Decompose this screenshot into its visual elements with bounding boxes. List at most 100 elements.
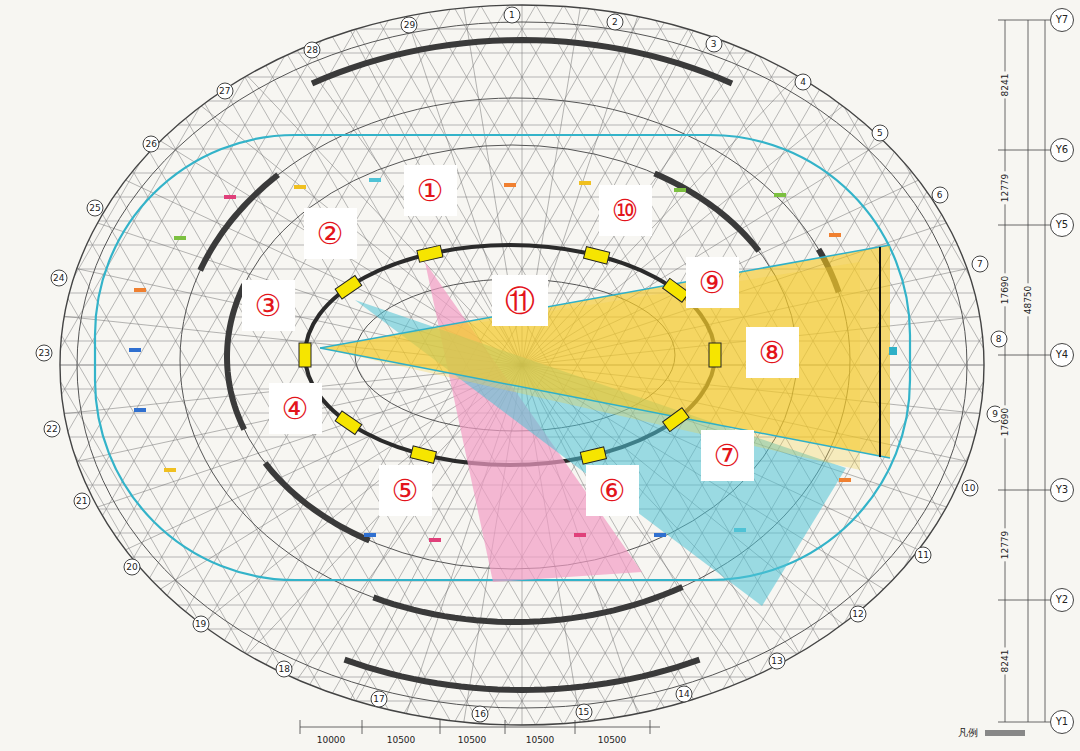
truss-line (288, 0, 1080, 751)
callout-box: ⑦ (701, 430, 754, 481)
dimension-line (575, 720, 576, 734)
sector-edge (320, 245, 890, 348)
grid-axis-number: 22 (44, 420, 61, 437)
grid-axis-number: 5 (871, 124, 888, 141)
grid-axis-number: 13 (768, 653, 785, 670)
screen-line (879, 247, 881, 457)
seating-band (345, 660, 700, 690)
dimension-line (998, 225, 1050, 226)
callout-number: ④ (282, 392, 309, 425)
grid-axis-number: 20 (124, 559, 141, 576)
track-marker (134, 408, 146, 412)
roof-ring (77, 22, 967, 708)
truss-line (0, 749, 1080, 750)
dimension-line (998, 355, 1050, 356)
device-marker (410, 446, 436, 463)
track-marker (504, 183, 516, 187)
axis-label: Y7 (1050, 8, 1074, 32)
sector-edge (320, 348, 890, 458)
legend-sample (985, 730, 1025, 736)
track-marker (224, 195, 236, 199)
dimension-line (1045, 20, 1046, 722)
dimension-line (300, 720, 301, 734)
callout-number: ⑧ (759, 336, 786, 369)
truss-line (0, 0, 486, 751)
seating-band (312, 40, 732, 84)
dimension: 10500 (524, 735, 557, 745)
dimension: 10500 (456, 735, 489, 745)
track-marker (364, 533, 376, 537)
seating-band (655, 173, 759, 251)
dimension: 10500 (385, 735, 418, 745)
track-marker (164, 468, 176, 472)
grid-axis-number: 24 (50, 270, 67, 287)
seating-band (373, 587, 682, 622)
axis-label: Y2 (1050, 588, 1074, 612)
device-marker (584, 247, 610, 264)
track-marker (134, 288, 146, 292)
device-marker (335, 276, 362, 299)
callout-number: ⑤ (392, 474, 419, 507)
axis-label: Y1 (1050, 710, 1074, 734)
track-marker (579, 181, 591, 185)
truss-line (0, 53, 1080, 54)
grid-axis-number: 18 (276, 660, 293, 677)
truss-line (0, 125, 1080, 126)
dimension: 17690 (1000, 406, 1010, 439)
grid-axis-number: 3 (705, 36, 722, 53)
dimension: 17690 (1000, 274, 1010, 307)
track-marker (774, 193, 786, 197)
grid-axis-number: 1 (503, 7, 520, 24)
device-marker (335, 411, 362, 434)
device-marker (709, 343, 721, 367)
grid-axis-number: 25 (87, 199, 104, 216)
grid-axis-number: 15 (575, 704, 592, 721)
grid-axis-number: 11 (915, 547, 932, 564)
dimension-line (1028, 20, 1029, 722)
callout-box: ③ (242, 280, 295, 331)
truss-line (0, 29, 1080, 30)
track-marker (174, 236, 186, 240)
callout-number: ② (317, 217, 344, 250)
grid-axis-number: 23 (36, 345, 53, 362)
truss-line (0, 701, 1080, 702)
truss-line (0, 653, 1080, 654)
callout-number: ① (417, 174, 444, 207)
grid-axis-number: 26 (143, 136, 160, 153)
callout-box: ⑩ (599, 185, 652, 236)
grid-axis-number: 27 (216, 82, 233, 99)
grid-axis-number: 28 (304, 42, 321, 59)
axis-label: Y5 (1050, 213, 1074, 237)
seating-band (265, 463, 369, 541)
track-marker (429, 538, 441, 542)
truss-line (0, 629, 1080, 630)
truss-line (164, 0, 964, 751)
dimension-line (1005, 20, 1006, 722)
truss-line (0, 605, 1080, 606)
grid-axis-number: 19 (192, 616, 209, 633)
callout-box: ⑪ (492, 275, 548, 326)
truss-line (247, 0, 1047, 751)
dimension-line (998, 150, 1050, 151)
grid-axis-number: 21 (73, 493, 90, 510)
dimension-line (505, 720, 506, 734)
dimension: 10000 (315, 735, 348, 745)
grid-axis-number: 7 (971, 256, 988, 273)
grid-axis-number: 16 (472, 705, 489, 722)
track-marker (839, 478, 851, 482)
track-marker (369, 178, 381, 182)
grid-axis-number: 14 (676, 686, 693, 703)
grid-axis-number: 10 (961, 479, 978, 496)
callout-number: ⑦ (714, 439, 741, 472)
track-marker (294, 185, 306, 189)
truss-line (0, 0, 465, 751)
truss-line (0, 0, 465, 751)
dimension-line (998, 600, 1050, 601)
radial-line (154, 68, 522, 365)
truss-line (205, 0, 1005, 751)
truss-line (80, 0, 880, 751)
dimension-line (300, 727, 660, 728)
callout-number: ③ (255, 289, 282, 322)
grid-axis-number: 17 (370, 690, 387, 707)
roof-ring (60, 5, 984, 725)
